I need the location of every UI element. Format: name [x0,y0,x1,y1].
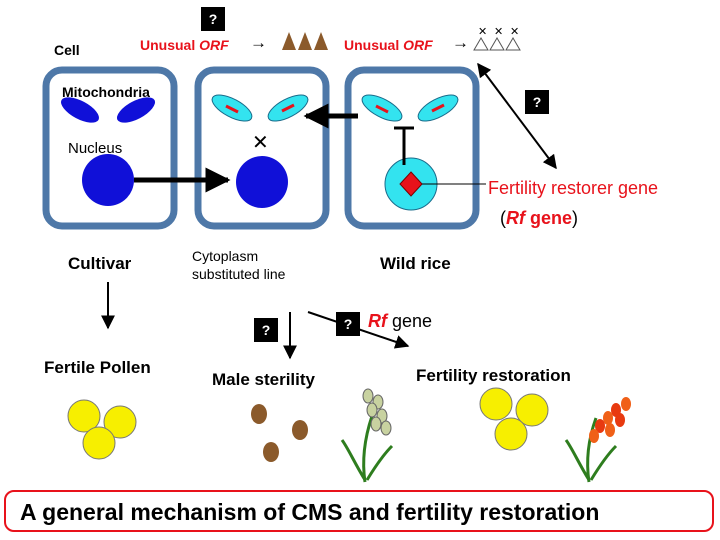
arrow-glyph: → [250,33,267,52]
fertility-restoration-label: Fertility restoration [416,366,571,385]
mitochondria-label: Mitochondria [62,84,150,100]
unusual-orf-label-2: Unusual ORF [344,37,433,53]
rice-panicle-icon [340,388,394,483]
cytoplasm-line-label: Cytoplasm [192,248,259,264]
male-sterility-label: Male sterility [212,370,315,389]
nucleus-label: Nucleus [68,140,123,157]
orf-mark [375,104,389,114]
rf-gene-label: (Rf gene) [500,208,579,228]
x-mark-icon: ✕ [478,26,488,38]
protein-pile-icon [282,32,328,50]
arrow-glyph: → [452,33,469,52]
figure-title: A general mechanism of CMS and fertility… [20,499,600,525]
sterile-pollen-grain [263,442,279,462]
substituted-line-label: substituted line [192,266,286,282]
cell-label: Cell [54,42,80,58]
orf-mark [225,104,239,114]
interaction-double-arrow [477,62,557,170]
nucleus [82,154,134,206]
orf-mark [431,103,445,113]
fertile-pollen-label: Fertile Pollen [44,358,151,377]
x-mark-icon: ✕ [510,26,520,38]
restorer-gene-diamond-icon [399,171,423,197]
x-mark-icon: ✕ [252,132,269,154]
rice-panicle-icon [564,397,631,483]
mitochondrion [116,97,156,123]
wild-rice-label: Wild rice [380,254,451,273]
nucleus [236,156,288,208]
question-mark-icon: ? [336,312,360,336]
unusual-orf-label-1: Unusual ORF [140,37,229,53]
title-box: A general mechanism of CMS and fertility… [4,490,714,532]
question-mark-icon: ? [254,318,278,342]
fertile-pollen-grain [67,399,101,433]
cultivar-label: Cultivar [68,254,132,273]
fertile-pollen-grain [479,387,513,421]
question-mark-icon: ? [525,90,549,114]
restorer-gene-label: Fertility restorer gene [488,178,659,198]
mitochondrion [60,97,100,123]
fertile-pollen-grain [82,426,116,460]
fertile-pollen-grain [515,393,549,427]
sterile-pollen-grain [292,420,308,440]
fertile-pollen-grain [494,417,528,451]
question-mark-icon: ? [201,7,225,31]
x-mark-icon: ✕ [494,26,504,38]
fertile-pollen-grain [103,405,137,439]
orf-mark [281,103,295,113]
rf-gene-arrow-label: Rf gene [368,311,433,331]
sterile-pollen-grain [251,404,267,424]
degraded-protein-icon [473,37,521,51]
